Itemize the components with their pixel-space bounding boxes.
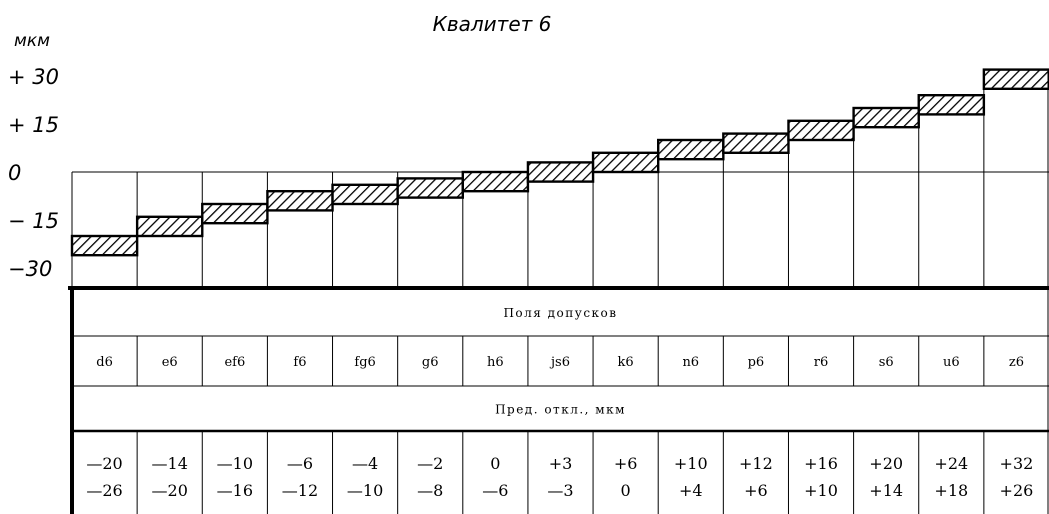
tolerance-band-e6 xyxy=(135,215,204,238)
upper-deviation-n6: +10 xyxy=(674,454,708,473)
lower-deviation-k6: 0 xyxy=(621,481,631,500)
y-axis-unit: мкм xyxy=(14,31,50,51)
field-cell-h6: h6 xyxy=(487,355,504,370)
upper-deviation-u6: +24 xyxy=(934,454,968,473)
tolerance-band-fg6 xyxy=(331,183,399,206)
tolerance-band-u6 xyxy=(917,93,986,116)
field-cell-fg6: fg6 xyxy=(354,355,375,370)
lower-deviation-f6: —12 xyxy=(282,481,318,500)
deviations-header: Пред. откл., мкм xyxy=(495,403,626,417)
lower-deviation-p6: +6 xyxy=(744,481,768,500)
y-tick-label: 0 xyxy=(8,161,21,185)
y-tick-label: + 15 xyxy=(8,113,59,137)
upper-deviation-d6: —20 xyxy=(86,454,122,473)
field-cell-ef6: ef6 xyxy=(224,355,245,370)
fields-header: Поля допусков xyxy=(503,306,617,320)
tolerance-bands xyxy=(70,68,1049,288)
tolerance-band-s6 xyxy=(852,106,920,129)
upper-deviation-r6: +16 xyxy=(804,454,838,473)
tolerance-band-h6 xyxy=(461,170,530,193)
lower-deviation-d6: —26 xyxy=(86,481,122,500)
field-cell-u6: u6 xyxy=(943,355,960,370)
tolerance-band-js6 xyxy=(526,161,595,183)
chart-title: Квалитет 6 xyxy=(433,12,552,36)
upper-deviation-fg6: —4 xyxy=(352,454,378,473)
y-tick-label: − 15 xyxy=(8,209,59,233)
upper-deviation-p6: +12 xyxy=(739,454,773,473)
field-cell-js6: js6 xyxy=(549,355,570,370)
y-tick-label: −30 xyxy=(8,257,52,281)
tolerance-band-f6 xyxy=(266,189,334,212)
lower-deviation-z6: +26 xyxy=(1000,481,1034,500)
field-cell-n6: n6 xyxy=(682,355,699,370)
field-cell-s6: s6 xyxy=(879,355,894,370)
tolerance-band-ef6 xyxy=(201,202,269,225)
lower-deviation-e6: —20 xyxy=(152,481,188,500)
upper-deviation-h6: 0 xyxy=(490,454,500,473)
field-cell-f6: f6 xyxy=(293,355,306,370)
y-axis-ticks: + 30 + 15 0 − 15 −30 xyxy=(8,65,59,281)
field-cell-g6: g6 xyxy=(422,355,439,370)
upper-deviation-g6: —2 xyxy=(417,454,443,473)
field-cell-r6: r6 xyxy=(814,355,829,370)
lower-deviation-g6: —8 xyxy=(417,481,443,500)
lower-deviation-r6: +10 xyxy=(804,481,838,500)
field-cell-d6: d6 xyxy=(96,355,113,370)
tolerance-band-g6 xyxy=(396,177,464,199)
y-tick-label: + 30 xyxy=(8,65,59,89)
lower-deviation-n6: +4 xyxy=(679,481,703,500)
lower-deviation-js6: —3 xyxy=(547,481,573,500)
tolerance-band-n6 xyxy=(657,138,725,161)
upper-deviation-e6: —14 xyxy=(152,454,188,473)
upper-deviation-s6: +20 xyxy=(869,454,903,473)
lower-deviation-h6: —6 xyxy=(482,481,508,500)
tolerance-band-p6 xyxy=(722,132,790,155)
lower-deviation-ef6: —16 xyxy=(217,481,253,500)
tolerance-band-d6 xyxy=(70,234,139,257)
upper-deviation-js6: +3 xyxy=(549,454,573,473)
lower-deviation-fg6: —10 xyxy=(347,481,383,500)
lower-deviation-u6: +18 xyxy=(934,481,968,500)
tolerance-band-r6 xyxy=(787,119,855,142)
tolerance-band-z6 xyxy=(982,68,1049,90)
tolerance-band-k6 xyxy=(591,151,660,174)
field-cell-z6: z6 xyxy=(1009,355,1024,370)
field-cell-p6: p6 xyxy=(748,355,765,370)
field-cell-k6: k6 xyxy=(618,355,634,370)
upper-deviation-k6: +6 xyxy=(614,454,638,473)
upper-deviation-z6: +32 xyxy=(1000,454,1034,473)
upper-deviation-ef6: —10 xyxy=(217,454,253,473)
lower-deviation-s6: +14 xyxy=(869,481,903,500)
field-cell-e6: e6 xyxy=(162,355,178,370)
upper-deviation-f6: —6 xyxy=(287,454,313,473)
